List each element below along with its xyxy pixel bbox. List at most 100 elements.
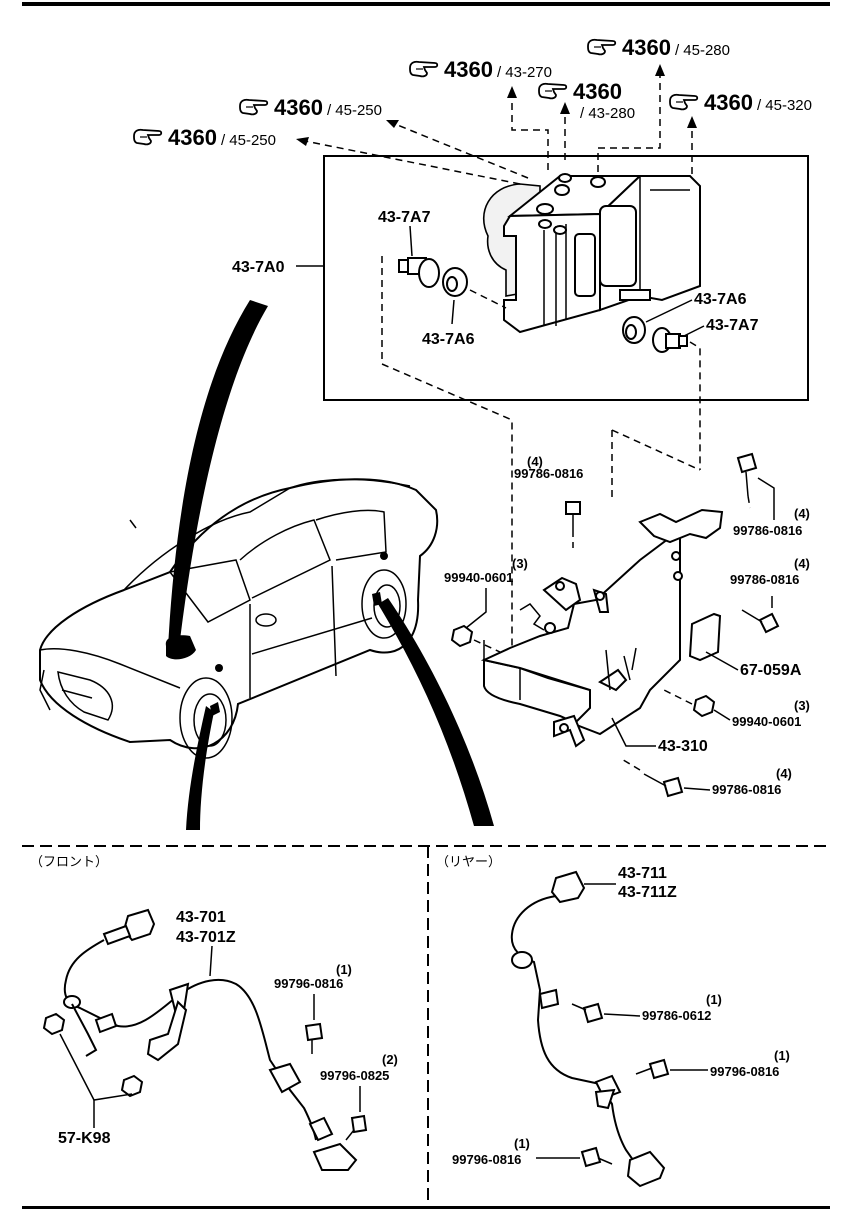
bolt-left-leader [409,225,413,257]
hw-part-number: 99786-0816 [712,782,781,797]
rear-hw-pn: 99796-0816 [452,1152,521,1167]
hw-leader [683,787,711,791]
rubber-collar-left[interactable] [442,267,468,297]
nut-dash [473,639,501,653]
hw-qty: (4) [794,556,810,571]
bolt-dash [619,757,641,771]
bolt-right-leader [683,325,705,337]
hw-part-number: 99940-0601 [732,714,801,729]
hw-leader [465,588,487,629]
hw-leader [713,709,731,721]
collar-right-leader [645,299,693,323]
hw-qty: (4) [794,506,810,521]
wedge-to-front [186,706,214,830]
rear-wheel-sensor[interactable] [510,870,666,1188]
rear-sensor-pn-2: 43-711Z [618,884,677,901]
bracket-pad[interactable] [688,612,722,662]
hw-part-number: 99786-0816 [730,572,799,587]
pointing-hand-icon [409,60,439,78]
clip-bolt[interactable] [42,1012,66,1036]
front-hw-pn: 99796-0816 [274,976,343,991]
collar-left-label: 43-7A6 [422,331,475,348]
ref-callout[interactable]: 4360/ 45-320 [669,90,812,115]
bolt-left-label: 43-7A7 [378,209,431,226]
rear-section-title: （リヤー） [436,855,501,870]
nut-right[interactable] [692,694,716,718]
collar-leader [469,289,507,309]
hw-qty: (3) [794,698,810,713]
svg-text:4360: 4360 [573,79,622,104]
front-sensor-leader [209,945,213,977]
hw-qty: (4) [527,454,543,469]
svg-text:4360/ 45-250: 4360/ 45-250 [274,95,382,120]
front-hw-qty: (2) [382,1052,398,1067]
ref-callout[interactable]: 4360 / 43-280 [538,79,635,122]
hw-part-number: 99940-0601 [444,570,513,585]
front-hw-pn: 99796-0825 [320,1068,389,1083]
wedge-to-rear [378,598,494,826]
hydraulic-unit-frame [323,155,809,401]
rear-bolt-2[interactable] [635,1058,670,1080]
hw-qty: (4) [776,766,792,781]
front-wheel-sensor[interactable] [63,908,358,1171]
rear-hw-qty: (1) [514,1136,530,1151]
ref-page: / 45-250 [221,132,276,149]
pad-leader [705,651,739,671]
hydraulic-unit[interactable] [483,173,701,334]
svg-text:4360/ 43-270: 4360/ 43-270 [444,57,552,82]
hw-leader [757,477,775,520]
mount-bolt-left[interactable] [398,257,440,288]
rear-hw-pn: 99796-0816 [710,1064,779,1079]
top-border [22,2,830,6]
rear-hw-leader [603,1013,641,1017]
rear-bolt-3[interactable] [580,1146,613,1168]
rear-bolt-1[interactable] [571,1002,604,1024]
ref-page: / 45-320 [757,97,812,114]
clip-nut[interactable] [120,1074,144,1098]
svg-text:/ 43-280: / 43-280 [580,105,635,122]
mounting-bracket[interactable] [480,508,724,748]
ref-number: 4360 [622,35,671,60]
ref-number: 4360 [274,95,323,120]
ref-callout[interactable]: 4360/ 43-270 [409,57,552,82]
ref-page: / 43-280 [580,105,635,122]
front-bolt-2[interactable] [345,1114,368,1141]
front-section-title: （フロント） [30,855,108,870]
rear-hw-qty: (1) [774,1048,790,1063]
rear-hw-pn: 99786-0612 [642,1008,711,1023]
bottom-border [22,1206,830,1209]
assembly-leaders [381,256,701,648]
collar-right-label: 43-7A6 [694,291,747,308]
mount-bolt-right[interactable] [652,327,688,353]
front-sensor-pn-2: 43-701Z [176,929,236,946]
bracket-label: 43-310 [658,738,708,755]
pointing-hand-icon [239,98,269,116]
rubber-collar-right[interactable] [622,316,646,344]
svg-text:4360/ 45-280: 4360/ 45-280 [622,35,730,60]
hw-part-number: 99786-0816 [733,523,802,538]
hw-qty: (3) [512,556,528,571]
ref-number: 4360 [444,57,493,82]
bolt-top-right[interactable] [736,452,758,497]
ref-callout[interactable]: 4360/ 45-250 [239,95,382,120]
ref-page: / 45-250 [327,102,382,119]
rear-hw-qty: (1) [706,992,722,1007]
pointing-hand-icon [669,93,699,111]
bolt-right-side[interactable] [741,609,780,634]
nut-left[interactable] [450,624,474,648]
wedge-to-unit [168,300,268,648]
ref-callout[interactable]: 4360/ 45-250 [133,125,276,150]
svg-text:4360/ 45-250: 4360/ 45-250 [168,125,276,150]
rear-sensor-pn-1: 43-711 [618,865,667,882]
bolt-center[interactable] [565,501,581,530]
ref-page: / 45-280 [675,42,730,59]
bolt-bottom[interactable] [643,773,684,798]
ref-callout[interactable]: 4360/ 45-280 [587,35,730,60]
front-bolt-1[interactable] [304,1022,324,1054]
hw-part-number: 99786-0816 [514,466,583,481]
collar-left-leader [451,299,455,325]
unit-label: 43-7A0 [232,259,285,276]
pointing-hand-icon [587,38,617,56]
bolt-dash [747,495,751,509]
front-sensor-pn-1: 43-701 [176,909,226,926]
